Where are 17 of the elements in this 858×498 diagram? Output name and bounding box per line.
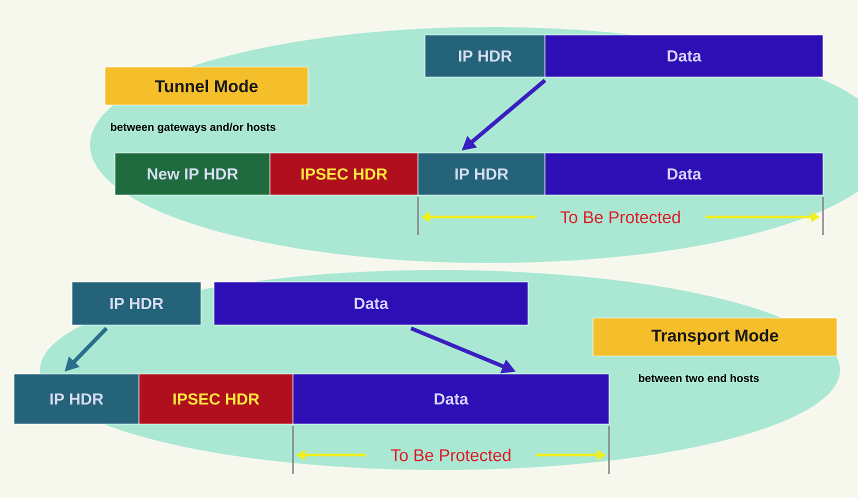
ipsec-header-box: IPSEC HDR <box>138 374 294 424</box>
subtitle-text: between gateways and/or hosts <box>110 122 276 134</box>
subtitle-text: between two end hosts <box>638 374 759 382</box>
header-box: New IP HDR <box>114 152 270 196</box>
header-box: IP HDR <box>424 34 546 78</box>
protected-label: To Be Protected <box>560 210 680 224</box>
data-box: Data <box>214 282 528 326</box>
data-box: Data <box>544 34 824 78</box>
data-box: Data <box>292 374 610 424</box>
header-box: IP HDR <box>418 152 546 196</box>
header-box: IP HDR <box>14 374 140 424</box>
protected-label: To Be Protected <box>390 448 510 462</box>
header-box: IP HDR <box>72 282 202 326</box>
mode-box: Tunnel Mode <box>104 66 308 106</box>
data-box: Data <box>544 152 824 196</box>
ipsec-header-box: IPSEC HDR <box>270 152 418 196</box>
mode-box: Transport Mode <box>592 318 838 356</box>
